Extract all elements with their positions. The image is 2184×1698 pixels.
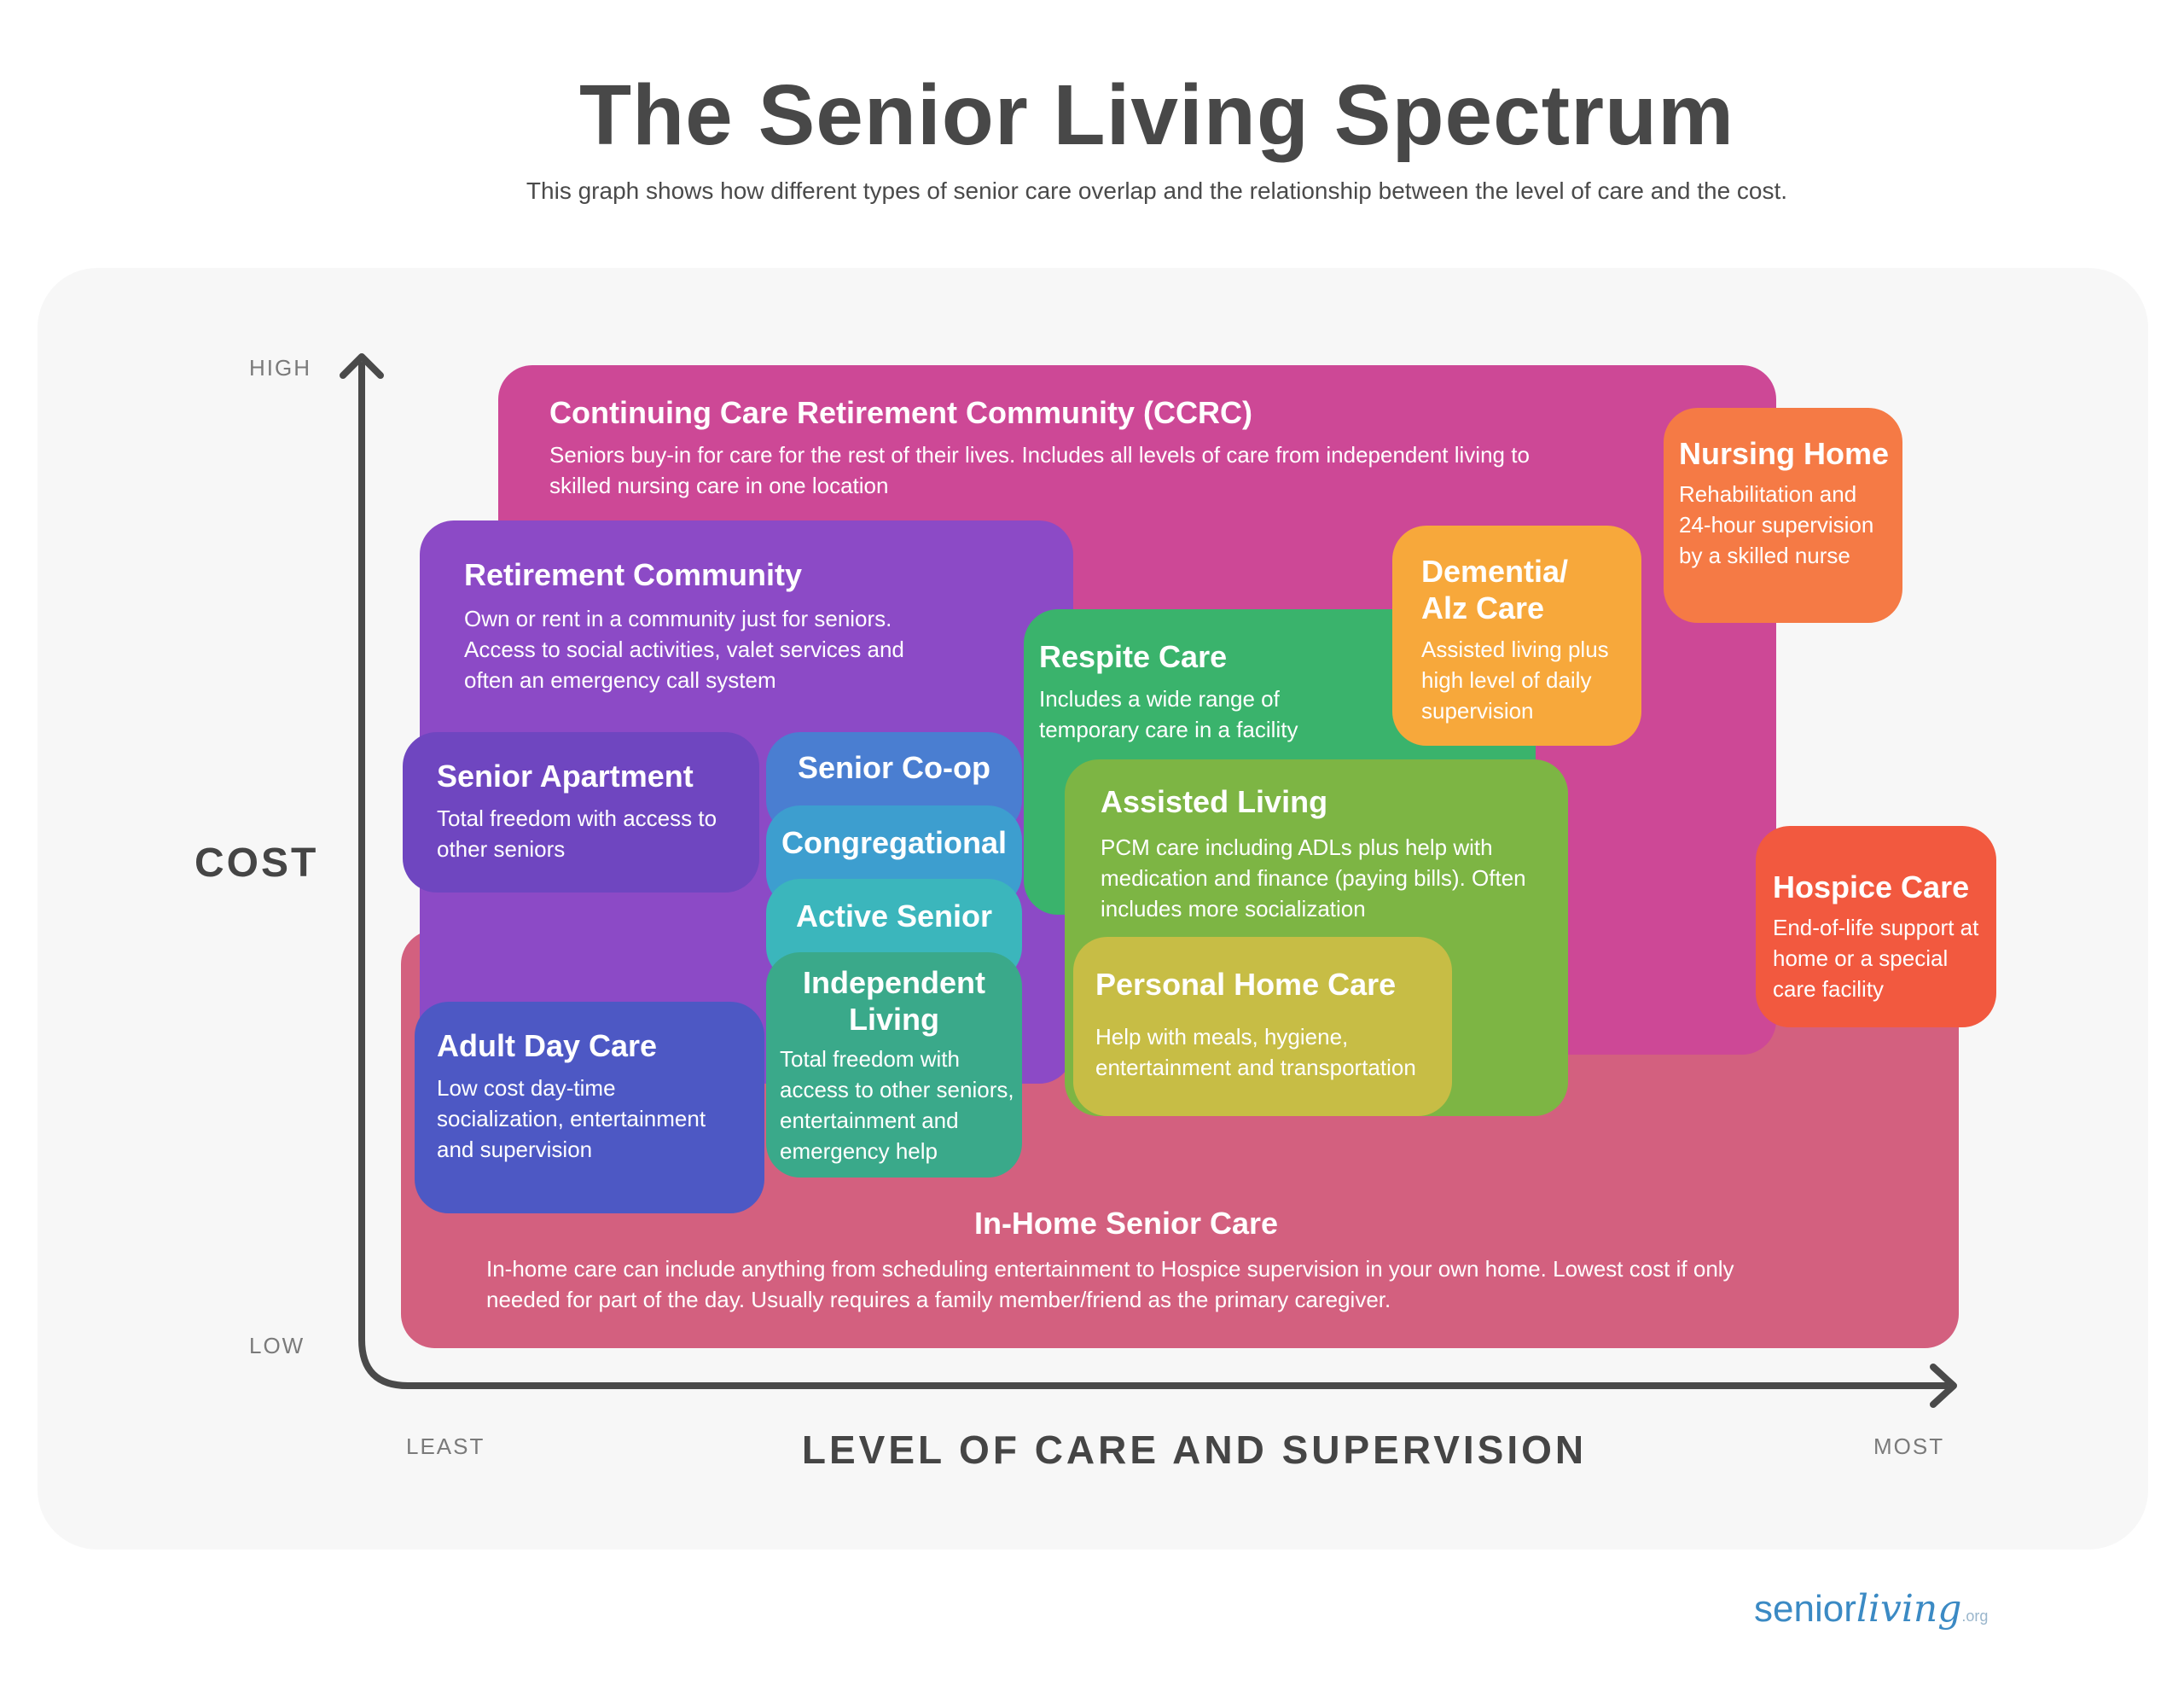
box-nursing-home: Nursing Home Rehabilitation and 24-hour …: [1664, 408, 1902, 623]
assisted-title: Assisted Living: [1101, 784, 1328, 819]
brand-logo-part2: living: [1856, 1587, 1962, 1631]
x-axis-title: LEVEL OF CARE AND SUPERVISION: [801, 1428, 1588, 1472]
independent-description: Total freedom with access to other senio…: [780, 1046, 1014, 1164]
brand-logo-part1: senior: [1754, 1588, 1856, 1630]
y-arrowhead: [340, 353, 384, 379]
brand-logo: seniorliving.org: [1754, 1587, 1988, 1631]
x-arrowhead: [1930, 1364, 1957, 1408]
nursing-description: Rehabilitation and 24-hour supervision b…: [1679, 481, 1874, 568]
independent-title: Independent Living: [803, 965, 985, 1038]
box-independent-living: Independent Living Total freedom with ac…: [766, 952, 1022, 1178]
box-senior-apartment: Senior Apartment Total freedom with acce…: [403, 732, 759, 893]
box-adult-day-care: Adult Day Care Low cost day-time sociali…: [415, 1002, 764, 1213]
y-axis-title: COST: [195, 840, 319, 886]
nursing-title: Nursing Home: [1679, 436, 1890, 471]
box-hospice-care: Hospice Care End-of-life support at home…: [1756, 826, 1996, 1027]
x-least-label: LEAST: [406, 1433, 485, 1459]
box-dementia-care: Dementia/ Alz Care Assisted living plus …: [1392, 526, 1641, 746]
congregational-title: Congregational: [781, 825, 1007, 860]
adult-title: Adult Day Care: [437, 1028, 658, 1063]
ccrc-description: Seniors buy-in for care for the rest of …: [549, 442, 1530, 498]
retirement-description: Own or rent in a community just for seni…: [464, 606, 904, 693]
axes-line: [358, 362, 1949, 1389]
page-title: The Senior Living Spectrum: [579, 67, 1734, 163]
respite-description: Includes a wide range of temporary care …: [1039, 686, 1298, 742]
brand-logo-part3: .org: [1961, 1608, 1989, 1625]
hospice-description: End-of-life support at home or a special…: [1773, 915, 1979, 1002]
retirement-title: Retirement Community: [464, 557, 803, 592]
ccrc-title: Continuing Care Retirement Community (CC…: [549, 395, 1253, 430]
active-title: Active Senior: [795, 898, 993, 933]
in-home-title: In-Home Senior Care: [973, 1206, 1279, 1241]
apartment-description: Total freedom with access to other senio…: [437, 805, 717, 862]
dementia-description: Assisted living plus high level of daily…: [1421, 637, 1609, 724]
page-subtitle: This graph shows how different types of …: [526, 177, 1788, 204]
adult-description: Low cost day-time socialization, enterta…: [437, 1075, 706, 1162]
respite-title: Respite Care: [1039, 639, 1228, 674]
hospice-title: Hospice Care: [1773, 869, 1970, 904]
assisted-description: PCM care including ADLs plus help with m…: [1101, 834, 1526, 922]
dementia-title: Dementia/ Alz Care: [1421, 554, 1569, 626]
coop-title: Senior Co-op: [798, 750, 990, 785]
personal-description: Help with meals, hygiene, entertainment …: [1095, 1024, 1416, 1080]
y-high-label: HIGH: [249, 355, 311, 381]
x-most-label: MOST: [1873, 1433, 1945, 1459]
apartment-title: Senior Apartment: [437, 759, 694, 794]
y-low-label: LOW: [249, 1333, 305, 1358]
personal-title: Personal Home Care: [1095, 967, 1397, 1002]
box-personal-home-care: Personal Home Care Help with meals, hygi…: [1073, 937, 1452, 1116]
in-home-description: In-home care can include anything from s…: [486, 1256, 1734, 1312]
